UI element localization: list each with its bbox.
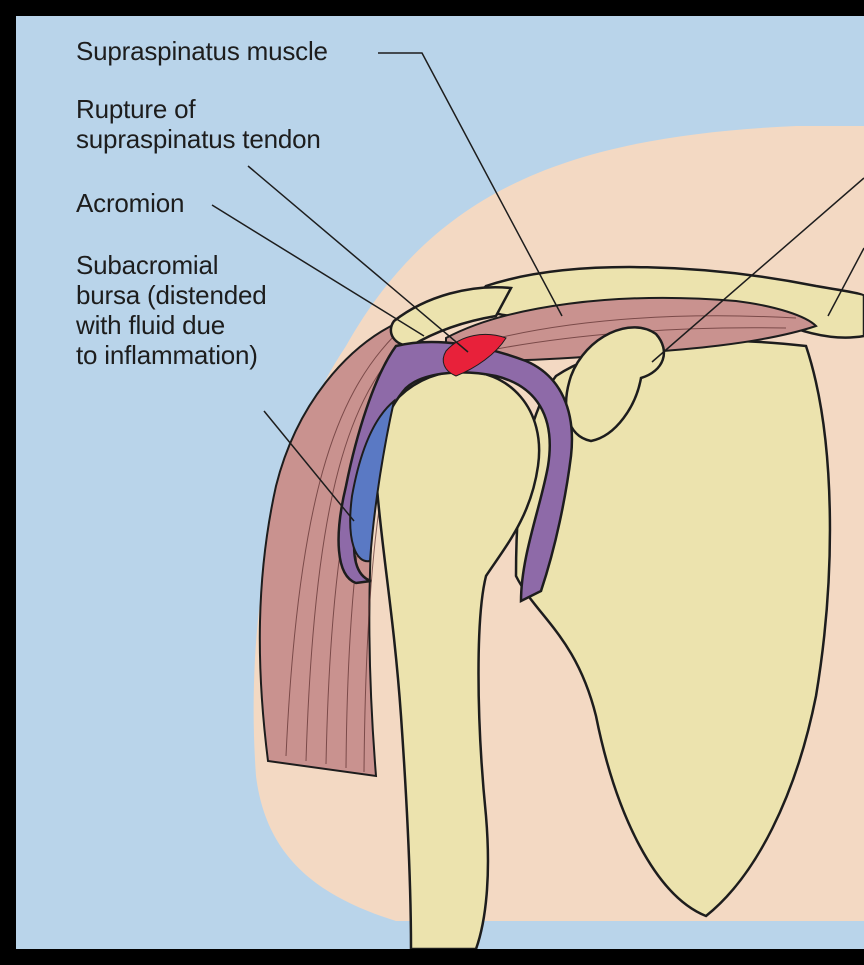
label-bursa-line-2: bursa (distended — [76, 280, 266, 310]
label-supraspinatus-muscle: Supraspinatus muscle — [76, 36, 328, 66]
label-acromion: Acromion — [76, 188, 184, 218]
label-bursa-line-3: with fluid due — [76, 310, 225, 340]
label-rupture-line-1: Rupture of — [76, 94, 195, 124]
label-bursa-line-4: to inflammation) — [76, 340, 258, 370]
shoulder-anatomy-illustration — [16, 16, 864, 949]
label-bursa-line-1: Subacromial — [76, 250, 218, 280]
label-rupture-line-2: supraspinatus tendon — [76, 124, 321, 154]
illustration-canvas: Supraspinatus muscle Rupture of supraspi… — [16, 16, 864, 949]
